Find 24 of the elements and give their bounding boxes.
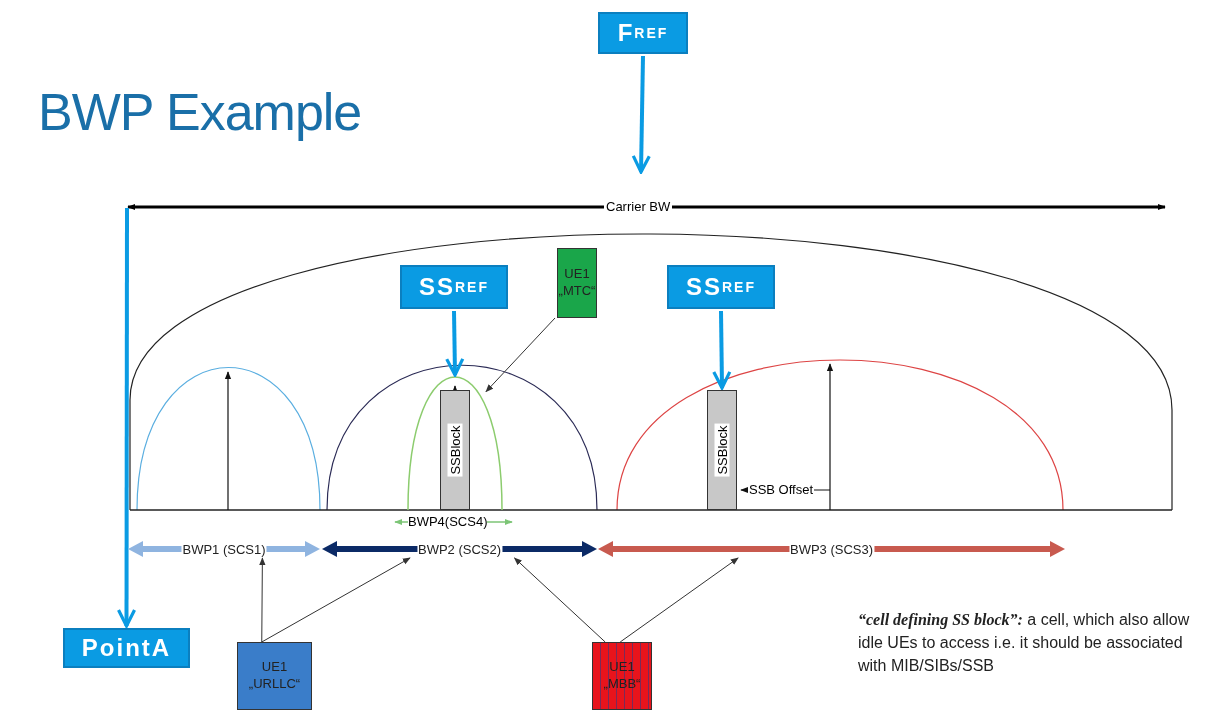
reference-box: PointA [63, 628, 190, 668]
leader-line [513, 557, 606, 643]
ue-box: UE1 „MTC“ [557, 248, 597, 318]
leader-line [261, 557, 411, 643]
ue-box: UE1 „URLLC“ [237, 642, 312, 710]
offset-label: SSB Offset [748, 482, 815, 497]
bandwidth-span [598, 540, 1065, 558]
leader-line [619, 557, 739, 643]
bar-label: SSBlock [447, 423, 463, 477]
arrow [445, 310, 465, 377]
page-title: BWP Example [38, 82, 362, 142]
bar-label: SSBlock [714, 423, 730, 477]
note-text: “cell defining SS block”: a cell, which also allow idle UEs to access i.e. it should be associated with MIB/SIBs/SSB [858, 610, 1191, 677]
leader-line [259, 557, 266, 643]
leader-line [485, 317, 556, 393]
span-label: BWP4(SCS4) [408, 514, 488, 529]
bandwidth-span [128, 540, 320, 558]
arrow [116, 208, 137, 628]
bandwidth-span [322, 540, 597, 558]
arrow [712, 310, 732, 390]
ss-block-bar [707, 390, 737, 510]
span-label: Carrier BW [604, 199, 673, 214]
bandwidth-arc [407, 376, 503, 511]
arrow [631, 55, 651, 174]
